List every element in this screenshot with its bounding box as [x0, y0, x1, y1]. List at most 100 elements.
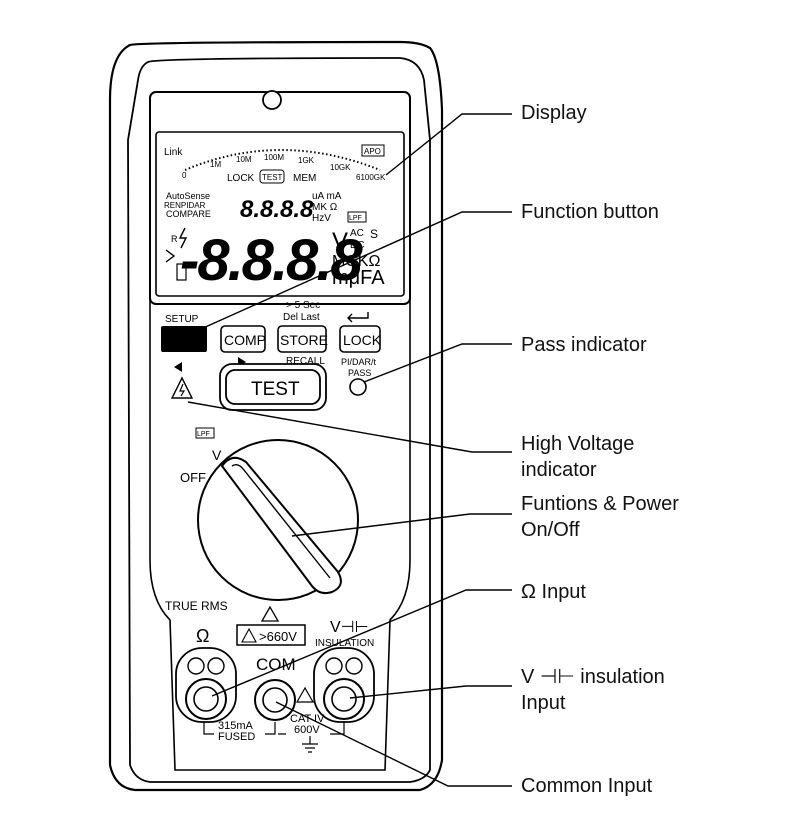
- lcd-scale-tick: 10M: [236, 155, 252, 164]
- fuse-label-2: FUSED: [218, 731, 255, 743]
- high-voltage-warning-icon: [170, 376, 194, 399]
- lcd-small-units-1: uA mA: [312, 191, 342, 202]
- dial-lpf-box: [195, 427, 215, 439]
- lcd-scale-tick: 10GK: [330, 163, 351, 172]
- lock-button[interactable]: [339, 325, 381, 353]
- lcd-scale-tick: 6100GK: [356, 173, 386, 182]
- comp-button[interactable]: [220, 325, 266, 353]
- dial-v: V: [212, 447, 222, 463]
- dial-knob-handle[interactable]: [220, 456, 342, 595]
- lcd-window: [155, 131, 405, 297]
- callout-v-insulation-line1: V ⊣⊢ insulation: [521, 666, 665, 688]
- ohm-aux-jack-1: [187, 657, 205, 675]
- leader-functions-power: [291, 513, 512, 537]
- lcd-unit-s: S: [370, 227, 378, 241]
- lcd-lightning-icon: [178, 227, 188, 249]
- lcd-lpf: LPF: [349, 215, 362, 222]
- lcd-small-units-2: MK Ω: [312, 202, 338, 213]
- v-insulation-input-jack-inner: [331, 686, 357, 712]
- callout-ohm-input: Ω Input: [521, 581, 586, 603]
- v-insulation-terminal-label: V⊣⊢: [330, 619, 369, 636]
- callout-pass-indicator: Pass indicator: [521, 334, 647, 356]
- leader-lines: [171, 113, 512, 787]
- cat-bracket: [278, 722, 345, 735]
- setup-button[interactable]: [161, 326, 207, 352]
- store-top-label-1: > 5 Sec: [286, 300, 320, 311]
- lcd-scale-tick: 100M: [264, 153, 284, 162]
- leader-pass-indicator: [363, 343, 512, 383]
- lcd-big-digits: -8.8.8.8: [180, 228, 363, 293]
- callout-common-input: Common Input: [521, 775, 653, 797]
- lcd-battery-icon: [176, 263, 187, 281]
- lcd-apo-box: [361, 144, 385, 157]
- callout-functions-power-line2: On/Off: [521, 519, 580, 541]
- cat-label-2: 600V: [294, 724, 320, 736]
- lcd-unit-v: V: [332, 228, 348, 255]
- ground-icon: [302, 736, 318, 753]
- terminal-warning-icon: [260, 605, 280, 622]
- insulation-label: INSULATION: [315, 638, 374, 649]
- com-terminal-label: COM: [256, 655, 296, 674]
- lcd-link: Link: [164, 147, 183, 158]
- lcd-small-digits: 8.8.8.8: [240, 196, 314, 223]
- lock-label: LOCK: [343, 332, 382, 348]
- lcd-test: TEST: [262, 173, 283, 182]
- lcd-chevron-icon: [165, 249, 176, 263]
- lcd-scale-ticks: 0 1M 10M 100M 1GK 10GK 6100GK: [182, 153, 386, 182]
- callout-high-voltage-line2: indicator: [521, 459, 597, 481]
- lcd-apo: APO: [364, 147, 381, 156]
- leader-common-input: [275, 701, 512, 787]
- voltage-warning-text: >660V: [259, 629, 297, 644]
- store-label: STORE: [280, 332, 328, 348]
- callout-functions-power-line1: Funtions & Power: [521, 493, 679, 515]
- lcd-mem: MEM: [293, 173, 316, 184]
- pass-label: PASS: [348, 368, 371, 378]
- lcd-test-box: [259, 169, 285, 184]
- lcd-small-units-3: HzV: [312, 213, 331, 224]
- setup-label: SETUP: [165, 314, 199, 325]
- comp-label: COMP: [224, 332, 266, 348]
- leader-v-insulation: [349, 685, 512, 699]
- lcd-bargraph-arc: [184, 149, 381, 171]
- left-arrow-icon: [174, 362, 182, 372]
- v-aux-jack-2: [345, 657, 363, 675]
- lcd-scale-tick: 1M: [210, 160, 221, 169]
- enter-arrow-icon: [347, 312, 369, 323]
- ohm-input-jack-inner: [193, 686, 219, 712]
- leader-display: [385, 113, 512, 176]
- callout-functions-power: Funtions & Power On/Off: [521, 491, 679, 543]
- true-rms-label: TRUE RMS: [165, 599, 228, 613]
- lcd-unit-mufa: mμFA: [332, 267, 385, 289]
- lcd-renpidar: RENPIDAR: [164, 201, 206, 210]
- high-voltage-bolt-icon: [179, 383, 186, 397]
- leader-high-voltage: [187, 401, 512, 453]
- dial-off: OFF: [180, 470, 206, 485]
- fuse-bracket: [203, 722, 276, 735]
- ohm-aux-jack-2: [207, 657, 225, 675]
- callout-display: Display: [521, 102, 587, 124]
- callout-v-insulation: V ⊣⊢ insulation Input: [521, 664, 665, 716]
- leader-function-button: [171, 211, 512, 343]
- callout-v-insulation-line2: Input: [521, 692, 566, 714]
- dial-lpf: LPF: [197, 431, 210, 438]
- lcd-unit-dc: DC: [350, 240, 364, 251]
- callout-high-voltage: High Voltage indicator: [521, 431, 634, 483]
- callout-function-button: Function button: [521, 201, 659, 223]
- lcd-autosense: AutoSense: [166, 191, 210, 201]
- pass-indicator-led: [349, 378, 367, 396]
- lcd-unit-mgk: MGKΩ: [332, 253, 380, 270]
- test-button[interactable]: [225, 369, 321, 405]
- meter-center-panel: [149, 120, 411, 771]
- voltage-warning-icon: [241, 627, 257, 643]
- store-button[interactable]: [277, 325, 327, 353]
- pi-dar-label: PI/DAR/t: [341, 357, 377, 367]
- v-aux-jack-1: [325, 657, 343, 675]
- com-input-jack-inner: [262, 687, 288, 713]
- cat-warning-icon: [295, 686, 315, 703]
- lcd-scale-tick: 1GK: [298, 156, 315, 165]
- leader-ohm-input: [211, 589, 512, 697]
- lcd-scale-tick: 0: [182, 171, 187, 180]
- lcd-lock: LOCK: [227, 173, 255, 184]
